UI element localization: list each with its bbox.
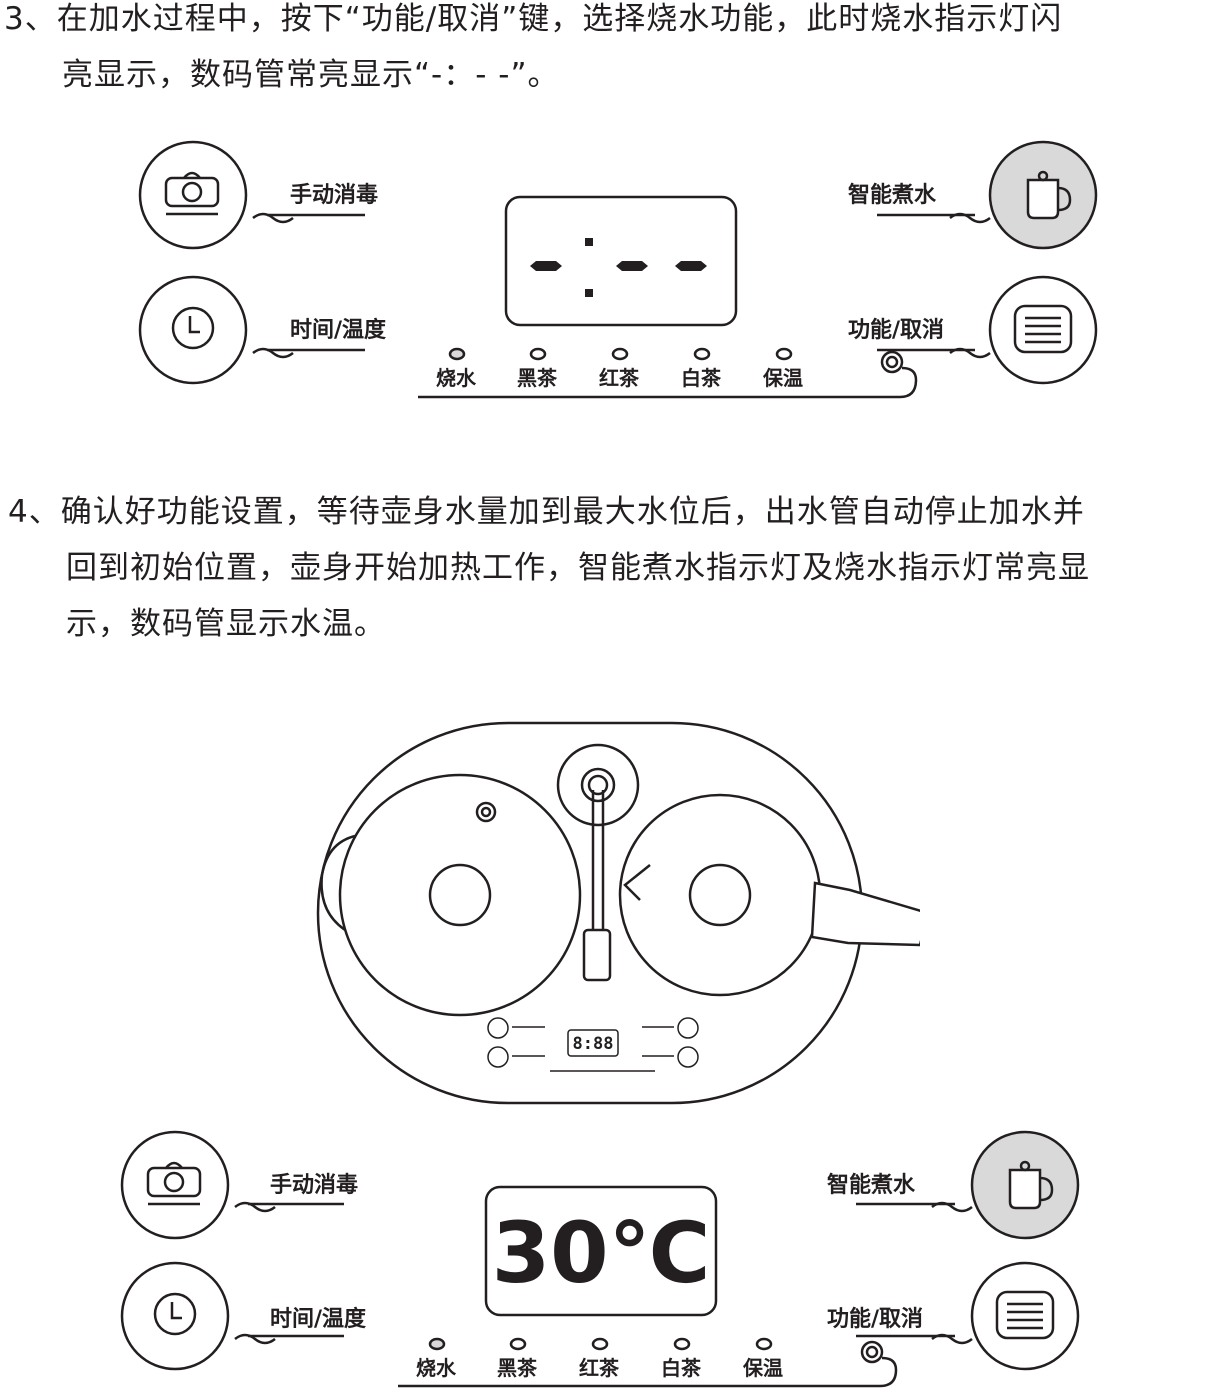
control-panel-step-4: 30℃ 手动消毒 时间/温度 智能煮水 功能/取消 烧水 黑茶 红茶 白茶 保温 [100,1130,1100,1389]
led-keep-warm [775,347,793,361]
mini-display [567,1029,619,1057]
indicator-white-tea: 白茶 [661,1356,702,1380]
mini-display-text: 8:88 [573,1034,614,1054]
water-outlet [556,743,640,827]
mini-control-panel [487,1017,699,1072]
right-kettle [618,793,822,997]
left-kettle [338,773,582,1017]
clock-icon [153,1292,197,1336]
right-kettle-handle [810,881,930,947]
disinfect-button[interactable] [120,1130,230,1240]
indicator-keep-warm: 保温 [762,366,803,390]
label-disinfect: 手动消毒 [290,182,378,208]
spiral-icon [880,350,904,374]
led-white-tea [673,1337,691,1351]
right-kettle-knob [688,863,752,927]
time-temp-button[interactable] [138,275,248,385]
temperature-readout: 30℃ [492,1204,711,1302]
indicator-boil: 烧水 [416,1356,457,1380]
label-time-temp: 时间/温度 [270,1306,367,1332]
function-cancel-button[interactable] [988,275,1098,385]
wave-icon [234,1201,276,1213]
indicator-black-tea: 红茶 [579,1356,620,1380]
label-function-cancel: 功能/取消 [827,1306,923,1332]
wave-icon [252,212,294,224]
digital-display [504,195,738,327]
smart-boil-button[interactable] [970,1130,1080,1240]
indicator-black-tea: 红茶 [599,366,640,390]
disinfect-button[interactable] [138,140,248,250]
label-smart-boil: 智能煮水 [827,1172,916,1198]
indicator-keep-warm: 保温 [742,1356,783,1380]
label-time-temp: 时间/温度 [290,317,387,343]
label-disinfect: 手动消毒 [270,1172,358,1198]
function-cancel-button[interactable] [970,1261,1080,1371]
tap-nozzle [582,928,612,982]
led-black-tea [591,1337,609,1351]
spiral-icon [860,1340,884,1364]
kettle-icon [1026,170,1072,220]
led-white-tea [693,347,711,361]
indicator-boil: 烧水 [436,366,477,390]
time-temp-button[interactable] [120,1261,230,1371]
step-4-paragraph: 4、确认好功能设置，等待壶身水量加到最大水位后，出水管自动停止加水并 回到初始位… [8,484,1090,652]
kettle-icon [1008,1160,1054,1210]
label-smart-boil: 智能煮水 [848,182,937,208]
indicator-white-tea: 白茶 [681,366,722,390]
step-4-line-1: 4、确认好功能设置，等待壶身水量加到最大水位后，出水管自动停止加水并 [8,494,1085,530]
indicator-dark-tea: 黑茶 [497,1356,538,1380]
step-3-line-1: 3、在加水过程中，按下“功能/取消”键，选择烧水功能，此时烧水指示灯闪 [4,1,1063,37]
led-dark-tea [529,347,547,361]
tea-machine-top-view: 8:88 [300,715,930,1115]
wave-icon [234,1333,276,1345]
led-black-tea [611,347,629,361]
control-panel-step-3: 手动消毒 时间/温度 智能煮水 功能/取消 烧水 黑茶 红茶 白茶 保温 [120,140,1120,410]
menu-lines-icon [995,1290,1055,1340]
menu-lines-icon [1013,304,1073,354]
wave-icon [252,347,294,359]
pot-disinfect-icon [164,171,220,216]
led-keep-warm [755,1337,773,1351]
led-boil [428,1337,446,1351]
led-boil [448,347,466,361]
indicator-dark-tea: 黑茶 [517,366,558,390]
digital-display [484,1185,718,1317]
left-kettle-knob [428,863,492,927]
smart-boil-button[interactable] [988,140,1098,250]
left-kettle-handle [320,833,361,935]
pot-disinfect-icon [146,1161,202,1206]
step-4-line-2: 回到初始位置，壶身开始加热工作，智能煮水指示灯及烧水指示灯常亮显 [66,550,1090,586]
step-3-line-2: 亮显示，数码管常亮显示“-：- -”。 [62,57,560,93]
step-3-paragraph: 3、在加水过程中，按下“功能/取消”键，选择烧水功能，此时烧水指示灯闪 亮显示，… [4,0,1062,103]
led-dark-tea [509,1337,527,1351]
display-dashes [530,238,707,297]
step-4-line-3: 示，数码管显示水温。 [66,606,386,642]
label-function-cancel: 功能/取消 [848,317,944,343]
clock-icon [171,306,215,350]
